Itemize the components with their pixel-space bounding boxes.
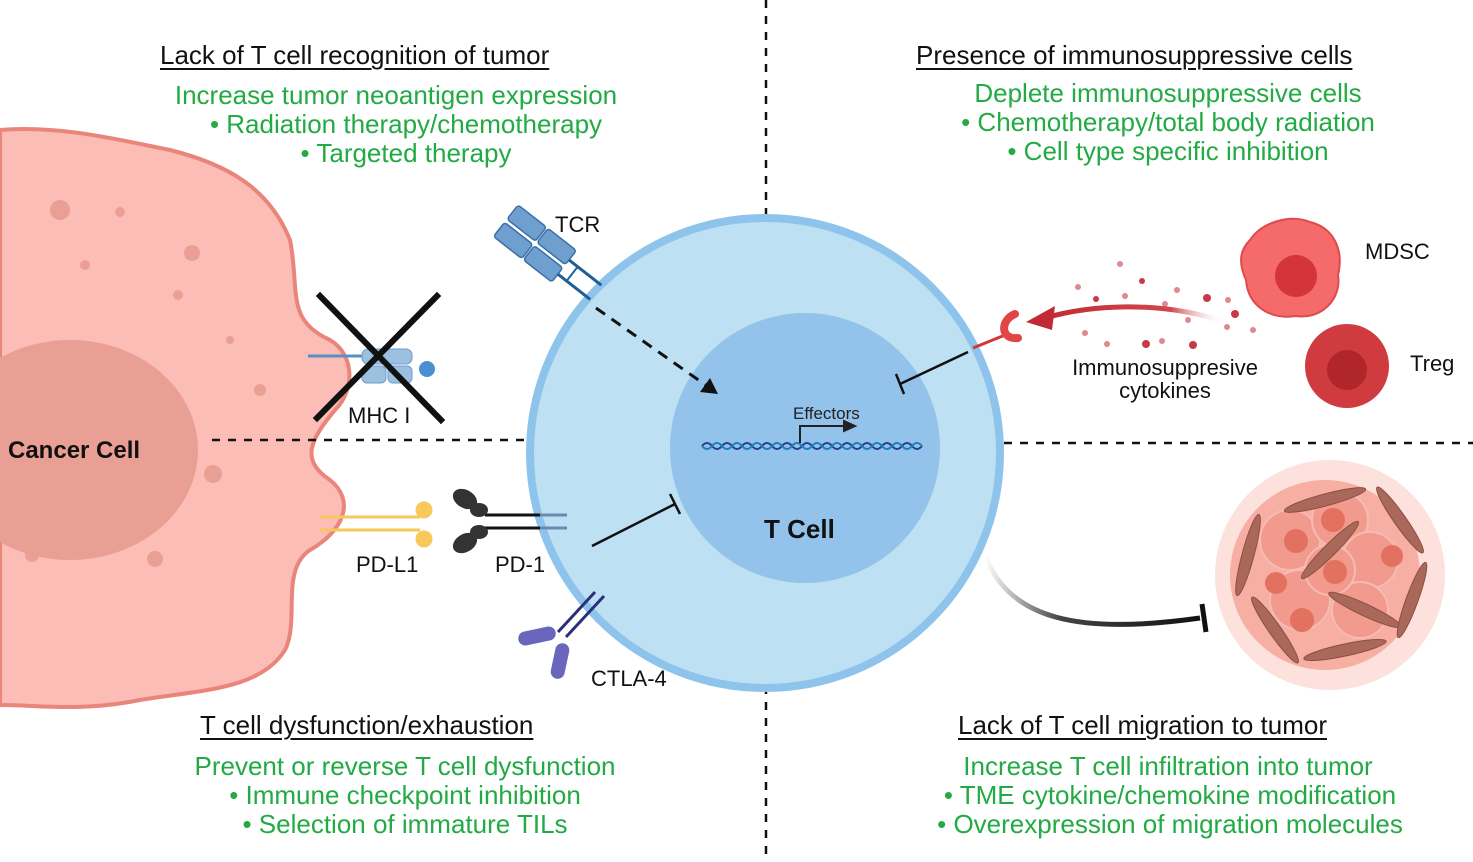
activation-arrow: [595, 306, 718, 394]
bullet-top-left-1: • Radiation therapy/chemotherapy: [209, 109, 603, 139]
cytokines-label-1: Immunosuppresive: [1072, 355, 1258, 380]
mhc-label: MHC I: [348, 403, 411, 428]
bullet-bottom-left-1: • Immune checkpoint inhibition: [229, 780, 581, 810]
strategy-top-left: Increase tumor neoantigen expression: [174, 80, 618, 110]
cytokine-arrow: [1026, 304, 1226, 330]
heading-top-right: Presence of immunosuppressive cells: [916, 40, 1353, 70]
pd-l1-icon: [320, 501, 433, 548]
ctla-4-icon: [518, 590, 606, 679]
bullet-bottom-left-2: • Selection of immature TILs: [242, 809, 568, 839]
heading-bottom-right: Lack of T cell migration to tumor: [958, 710, 1327, 740]
heading-bottom-left: T cell dysfunction/exhaustion: [200, 710, 534, 740]
tumor-mass: [1215, 460, 1445, 690]
cytokine-receptor-icon: [972, 310, 1022, 350]
strategy-bottom-left: Prevent or reverse T cell dysfunction: [194, 751, 616, 781]
transcription-arrow-icon: [799, 419, 858, 443]
cancer-nucleus: [0, 340, 198, 560]
t-cell: [526, 214, 1004, 692]
arrowhead-icon: [1026, 306, 1055, 330]
bullet-top-right-2: • Cell type specific inhibition: [1007, 136, 1329, 166]
heading-top-left: Lack of T cell recognition of tumor: [160, 40, 550, 70]
cancer-cell-label: Cancer Cell: [8, 437, 141, 464]
migration-block-arrow: [982, 555, 1209, 633]
ctla-4-label: CTLA-4: [591, 666, 667, 691]
pd-1-label: PD-1: [495, 552, 546, 577]
dna-icon: [701, 442, 923, 450]
cytokines-label-2: cytokines: [1119, 378, 1211, 403]
cytokine-particles: [1075, 261, 1256, 349]
quadrant-dividers: [212, 0, 1473, 862]
mdsc-label: MDSC: [1365, 239, 1430, 264]
strategy-bottom-right: Increase T cell infiltration into tumor: [963, 751, 1373, 781]
strategy-top-right: Deplete immunosuppressive cells: [974, 78, 1362, 108]
inhibition-arrow-cytokine: [894, 350, 969, 395]
arrowhead-icon: [700, 378, 718, 394]
treg-label: Treg: [1410, 351, 1455, 376]
pd-1-icon: [452, 488, 567, 554]
tcr-icon: [493, 205, 603, 301]
bullet-bottom-right-1: • TME cytokine/chemokine modification: [943, 780, 1397, 810]
effectors-label: Effectors: [793, 404, 860, 423]
t-cell-label: T Cell: [764, 514, 835, 544]
tcr-label: TCR: [555, 212, 601, 237]
inhibition-arrow-pd1: [591, 493, 682, 548]
cancer-granules: [25, 200, 266, 567]
pd-l1-label: PD-L1: [356, 552, 419, 577]
bullet-top-left-2: • Targeted therapy: [300, 138, 512, 168]
treg-cell: [1305, 324, 1389, 408]
bullet-top-right-1: • Chemotherapy/total body radiation: [961, 107, 1375, 137]
mdsc-cell: [1240, 217, 1341, 318]
cancer-cell: [0, 127, 352, 709]
cross-out-icon: [312, 291, 446, 425]
bullet-bottom-right-2: • Overexpression of migration molecules: [937, 809, 1403, 839]
